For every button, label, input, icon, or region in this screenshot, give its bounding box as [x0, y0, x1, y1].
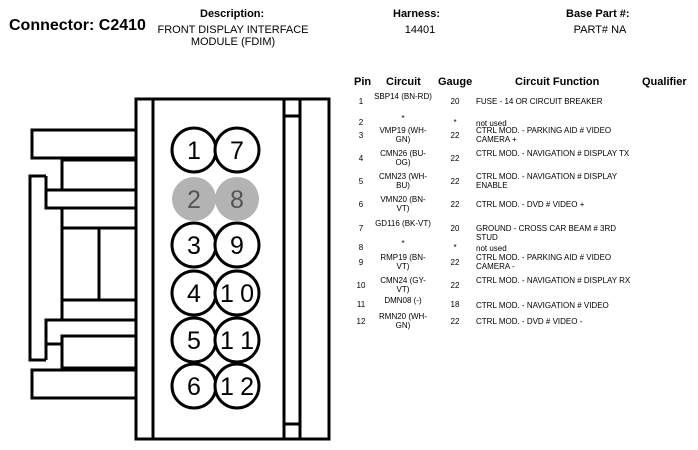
function-cell: CTRL MOD. - NAVIGATION # DISPLAY RX [476, 276, 631, 285]
left-latch-top [44, 176, 136, 210]
pin-number-label: 6 [187, 373, 201, 401]
pin-number-label: 3 [187, 232, 201, 260]
pin-number-label: 9 [230, 232, 244, 260]
gauge-cell: * [453, 118, 457, 127]
col-header-gauge: Gauge [438, 76, 473, 88]
pin-circle [213, 126, 261, 174]
circuit-cell: CMN26 (BU-OG) [380, 149, 426, 167]
left-latch-bottom [44, 318, 136, 360]
pin-cell: 6 [358, 200, 364, 209]
pin-number-label: 8 [230, 186, 244, 214]
circuit-cell: GD116 (BK-VT) [375, 219, 431, 228]
connector-pin-11: 11 [213, 316, 261, 364]
pin-number-label: 1 [187, 137, 201, 165]
pin-cell: 7 [358, 224, 364, 233]
connector-pin-1: 1 [170, 126, 218, 174]
pin-circle [213, 362, 261, 410]
circuit-cell: SBP14 (BN-RD) [374, 92, 432, 101]
circuit-cell: RMP19 (BN-VT) [380, 253, 426, 271]
function-cell: CTRL MOD. - NAVIGATION # DISPLAY TX [476, 149, 630, 158]
circuit-cell: * [401, 114, 405, 123]
gauge-cell: 20 [450, 224, 460, 233]
function-cell: GROUND - CROSS CAR BEAM # 3RD STUD [476, 224, 617, 242]
pin-cell: 3 [358, 131, 364, 140]
gauge-cell: 22 [450, 131, 460, 140]
base-part-label: Base Part #: [566, 8, 630, 20]
connector-pin-6: 6 [170, 362, 218, 410]
gauge-cell: 18 [450, 300, 460, 309]
gauge-cell: 22 [450, 317, 460, 326]
function-cell: not used [476, 119, 507, 128]
connector-face-outline [151, 97, 286, 441]
pin-number-label: 5 [187, 327, 201, 355]
pin-circle [213, 221, 261, 269]
pin-cell: 8 [358, 243, 364, 252]
function-cell: CTRL MOD. - NAVIGATION # VIDEO [476, 301, 609, 310]
connector-pin-3: 3 [170, 221, 218, 269]
gauge-cell: 20 [450, 97, 460, 106]
harness-value: 14401 [404, 24, 436, 36]
gauge-cell: 22 [450, 177, 460, 186]
pin-number-label: 7 [230, 137, 244, 165]
pin-cell: 1 [358, 97, 364, 106]
function-cell: CTRL MOD. - NAVIGATION # DISPLAY ENABLE [476, 172, 617, 190]
pin-cell: 11 [356, 300, 366, 309]
col-header-circuit-function: Circuit Function [515, 76, 600, 88]
pin-cell: 9 [358, 258, 364, 267]
connector-pin-4: 4 [170, 269, 218, 317]
left-latch-outer [28, 174, 46, 362]
pin-cell: 2 [358, 118, 364, 127]
pin-circle [213, 269, 261, 317]
connector-pin-7: 7 [213, 126, 261, 174]
pin-number-label: 4 [187, 280, 201, 308]
circuit-cell: CMN24 (GY-VT) [380, 276, 426, 294]
left-tab-upper [30, 128, 136, 160]
gauge-cell: 22 [450, 281, 460, 290]
pin-circle [172, 177, 216, 221]
function-cell: CTRL MOD. - PARKING AID # VIDEO CAMERA + [476, 126, 612, 144]
pin-cell: 5 [358, 177, 364, 186]
col-header-pin: Pin [354, 76, 372, 88]
connector-title: Connector: C2410 [9, 17, 146, 34]
gauge-cell: 22 [450, 200, 460, 209]
function-cell: CTRL MOD. - DVD # VIDEO - [476, 317, 583, 326]
function-cell: FUSE - 14 OR CIRCUIT BREAKER [476, 97, 603, 106]
pin-cell: 12 [356, 317, 366, 326]
col-header-qualifier: Qualifier [642, 76, 687, 88]
col-header-circuit: Circuit [386, 76, 421, 88]
pin-circle [215, 177, 259, 221]
connector-pin-8: 8 [215, 177, 259, 221]
circuit-cell: CMN23 (WH-BU) [379, 172, 427, 190]
pin-cell: 10 [356, 281, 366, 290]
left-tab-lower [30, 368, 136, 400]
function-cell: CTRL MOD. - PARKING AID # VIDEO CAMERA - [476, 253, 612, 271]
gauge-cell: 22 [450, 258, 460, 267]
connector-pin-9: 9 [213, 221, 261, 269]
function-cell: not used [476, 244, 507, 253]
left-tab-upper-inner [60, 158, 136, 192]
pin-number-label: 2 [187, 186, 201, 214]
circuit-cell: * [401, 239, 405, 248]
description-label: Description: [200, 8, 265, 20]
pin-cell: 4 [358, 154, 364, 163]
left-tab-lower-inner [60, 334, 136, 370]
circuit-cell: VMP19 (WH-GN) [379, 126, 427, 144]
gauge-cell: * [453, 243, 457, 252]
description-line-2: MODULE (FDIM) [190, 36, 276, 48]
connector-pin-2: 2 [172, 177, 216, 221]
connector-pin-10: 10 [213, 269, 261, 317]
connector-pin-5: 5 [170, 316, 218, 364]
function-cell: CTRL MOD. - DVD # VIDEO + [476, 200, 585, 209]
base-part-value: PART# NA [573, 24, 627, 36]
gauge-cell: 22 [450, 154, 460, 163]
circuit-cell: VMN20 (BN-VT) [380, 195, 426, 213]
connector-pin-12: 12 [213, 362, 261, 410]
description-line-1: FRONT DISPLAY INTERFACE [157, 24, 309, 36]
pin-circle [213, 316, 261, 364]
circuit-cell: RMN20 (WH-GN) [379, 312, 427, 330]
circuit-cell: DMN08 (-) [384, 296, 422, 305]
harness-label: Harness: [393, 8, 441, 20]
